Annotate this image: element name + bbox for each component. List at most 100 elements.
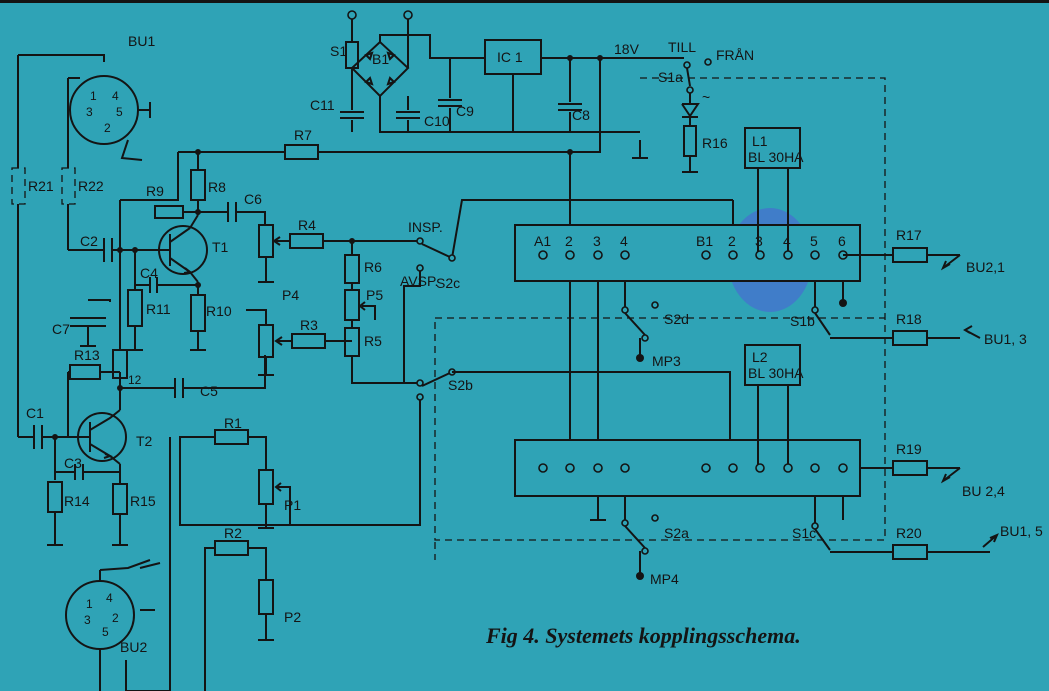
label-r4: R4 xyxy=(298,217,316,233)
label-pin-a2: 2 xyxy=(565,233,573,249)
resistor-r3 xyxy=(291,333,326,349)
resistor-r10 xyxy=(190,294,206,332)
potentiometer-p4 xyxy=(258,324,274,358)
label-r12: 12 xyxy=(128,373,142,387)
label-bu1-pin1: 1 xyxy=(90,89,97,103)
label-bu1-pin5: 5 xyxy=(116,105,123,119)
label-till: TILL xyxy=(668,39,696,55)
label-bu1: BU1 xyxy=(128,33,155,49)
label-pin-b3: 3 xyxy=(755,233,763,249)
potentiometer-p5 xyxy=(344,289,360,321)
resistor-r7 xyxy=(284,144,319,160)
level-network xyxy=(246,233,418,384)
resistor-r15 xyxy=(112,483,128,515)
label-r16: R16 xyxy=(702,135,728,151)
label-c7: C7 xyxy=(52,321,70,337)
label-r10: R10 xyxy=(206,303,232,319)
label-s1a: S1a xyxy=(658,69,683,85)
label-p2: P2 xyxy=(284,609,301,625)
label-r9: R9 xyxy=(146,183,164,199)
resistor-r4 xyxy=(289,233,324,249)
label-p4: P4 xyxy=(282,287,299,303)
power-supply xyxy=(340,10,712,173)
label-avsp: AVSP. xyxy=(400,273,438,289)
label-c2: C2 xyxy=(80,233,98,249)
resistor-r17 xyxy=(892,247,928,263)
resistor-r8 xyxy=(190,169,206,201)
resistor-r14 xyxy=(47,481,63,513)
label-c1: C1 xyxy=(26,405,44,421)
amplifier-t1 xyxy=(68,144,600,388)
label-l2: L2 xyxy=(752,349,768,365)
resistor-r19 xyxy=(892,460,928,476)
label-pin-b2: 2 xyxy=(728,233,736,249)
label-r21: R21 xyxy=(28,178,54,194)
label-r20: R20 xyxy=(896,525,922,541)
label-c4: C4 xyxy=(140,265,158,281)
label-s2a: S2a xyxy=(664,525,689,541)
label-r17: R17 xyxy=(896,227,922,243)
resistor-r11 xyxy=(127,289,143,327)
label-b1-connector: B1 xyxy=(696,233,713,249)
label-s1: S1 xyxy=(330,43,347,59)
label-c6: C6 xyxy=(244,191,262,207)
label-pin-b6: 6 xyxy=(838,233,846,249)
label-s2b: S2b xyxy=(448,377,473,393)
label-pin-a3: 3 xyxy=(593,233,601,249)
label-pin-a4: 4 xyxy=(620,233,628,249)
label-c5: C5 xyxy=(200,383,218,399)
label-bu2-pin5: 5 xyxy=(102,625,109,639)
potentiometer-p6 xyxy=(258,224,274,258)
label-r14: R14 xyxy=(64,493,90,509)
resistor-r13 xyxy=(69,364,101,380)
label-bu2: BU2 xyxy=(120,639,147,655)
resistor-r18 xyxy=(892,330,928,346)
label-l1-type: BL 30HA xyxy=(748,149,804,165)
label-bu1-pin4: 4 xyxy=(112,89,119,103)
label-r22: R22 xyxy=(78,178,104,194)
label-bu1-3: BU1, 3 xyxy=(984,331,1027,347)
label-18v: 18V xyxy=(614,41,640,57)
label-fran: FRÅN xyxy=(716,47,754,63)
label-t2: T2 xyxy=(136,433,153,449)
label-r19: R19 xyxy=(896,441,922,457)
label-bu2-pin1: 1 xyxy=(86,597,93,611)
label-a1: A1 xyxy=(534,233,551,249)
label-ic1: IC 1 xyxy=(497,49,523,65)
label-r11: R11 xyxy=(146,301,171,317)
label-s1b: S1b xyxy=(790,313,815,329)
label-r6: R6 xyxy=(364,259,382,275)
label-c10: C10 xyxy=(424,113,450,129)
label-s1c: S1c xyxy=(792,525,816,541)
component-labels: BU1 1 4 3 5 2 R21 R22 S1 B1 C11 C10 C9 I… xyxy=(26,33,1043,655)
resistor-r2 xyxy=(214,540,249,556)
label-bu2-pin3: 3 xyxy=(84,613,91,627)
label-r13: R13 xyxy=(74,347,100,363)
label-s2c: S2c xyxy=(436,275,460,291)
label-l1: L1 xyxy=(752,133,768,149)
label-mp4: MP4 xyxy=(650,571,679,587)
label-t1: T1 xyxy=(212,239,229,255)
label-r3: R3 xyxy=(300,317,318,333)
relay-l2 xyxy=(744,344,801,386)
resistor-r6 xyxy=(344,254,360,284)
label-r8: R8 xyxy=(208,179,226,195)
label-insp: INSP. xyxy=(408,219,443,235)
relay-l1 xyxy=(744,127,801,169)
label-bu2-pin2: 2 xyxy=(112,611,119,625)
resistor-r9 xyxy=(154,205,184,219)
label-r7: R7 xyxy=(294,127,312,143)
label-l2-type: BL 30HA xyxy=(748,365,804,381)
label-c8: C8 xyxy=(572,107,590,123)
label-pin-b5: 5 xyxy=(810,233,818,249)
label-b1: B1 xyxy=(372,51,389,67)
figure-caption: Fig 4. Systemets kopplingsschema. xyxy=(485,623,801,648)
label-mp3: MP3 xyxy=(652,353,681,369)
potentiometer-p2 xyxy=(258,579,274,615)
label-pin-b4: 4 xyxy=(783,233,791,249)
label-p5: P5 xyxy=(366,287,383,303)
label-p1: P1 xyxy=(284,497,301,513)
label-s2d: S2d xyxy=(664,311,689,327)
resistor-r1 xyxy=(214,429,249,445)
